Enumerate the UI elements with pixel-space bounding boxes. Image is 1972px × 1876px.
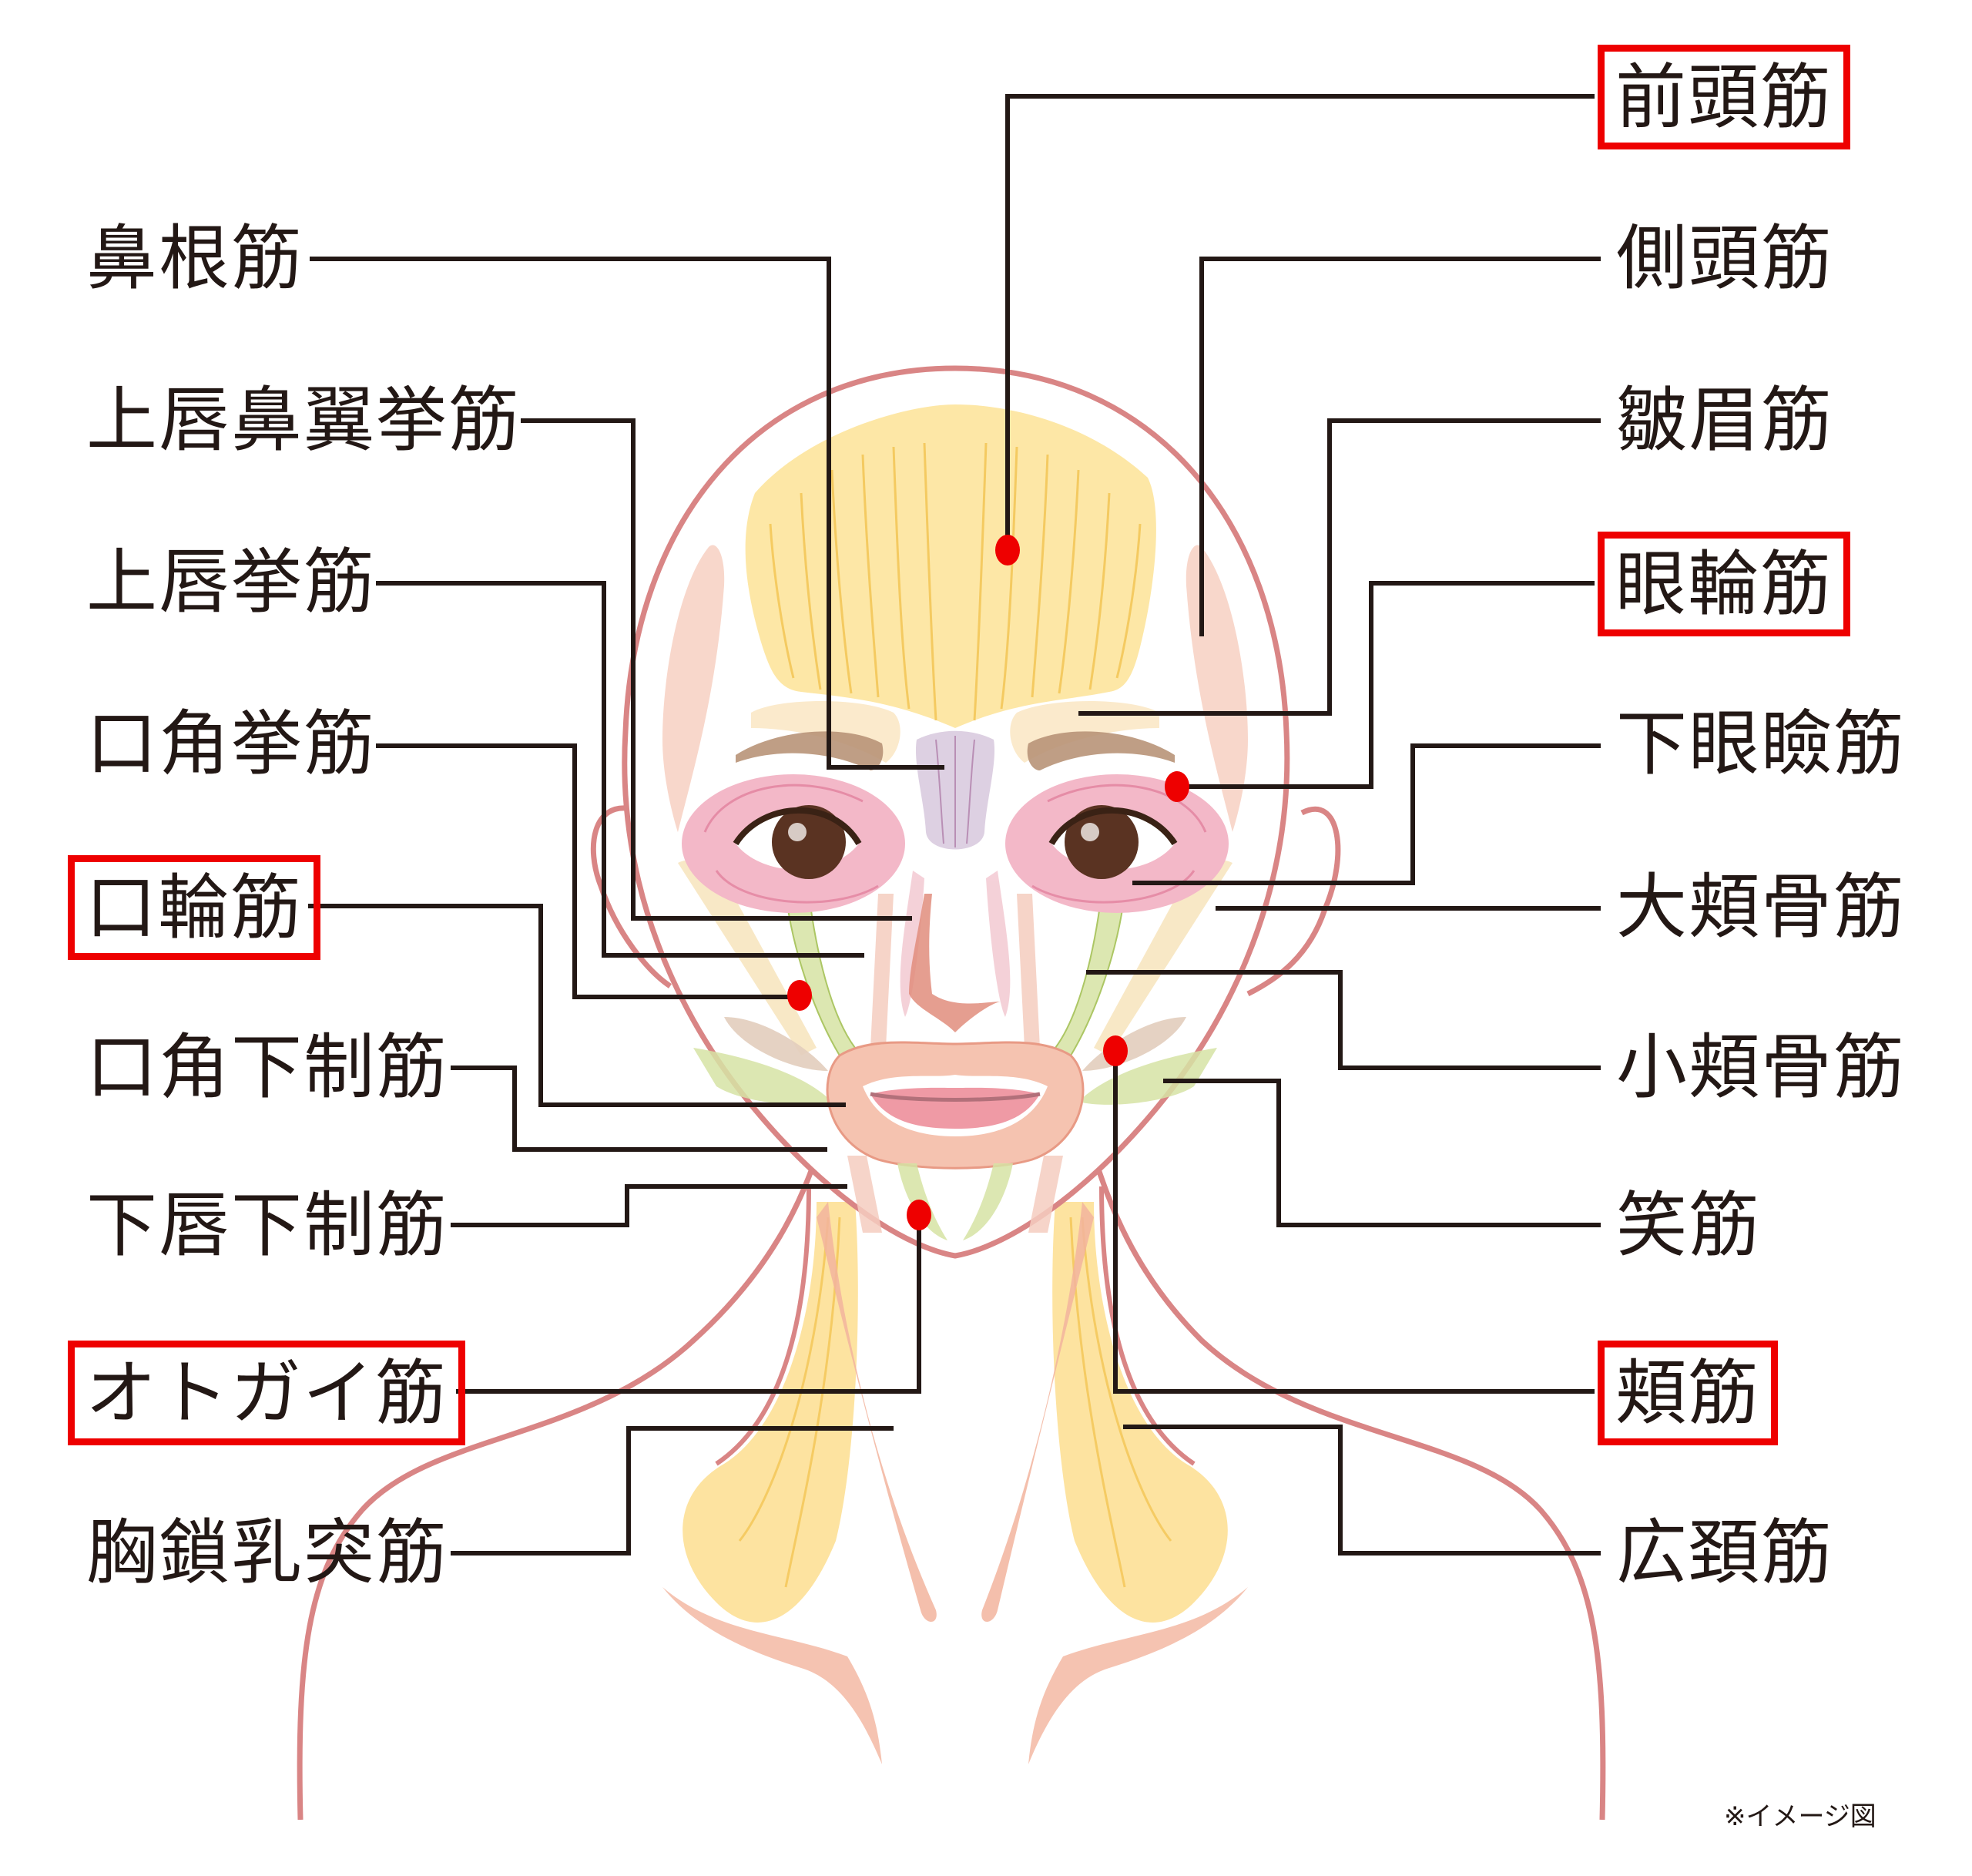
- label-platysma: 広頚筋: [1616, 1512, 1834, 1594]
- eyes: [733, 805, 1178, 879]
- label-orbicularis-oris: 口輪筋: [68, 855, 321, 960]
- procerus-lines: [935, 736, 975, 847]
- leader-frontalis: [1005, 94, 1595, 550]
- leader-nasal-root: [310, 257, 944, 770]
- leader-temporalis: [1199, 257, 1601, 636]
- clavicles: [662, 1587, 1248, 1764]
- marker-dot-frontalis: [995, 535, 1020, 565]
- label-levator-labii: 上唇挙筋: [86, 541, 377, 623]
- leader-platysma: [1123, 1425, 1601, 1556]
- marker-dot-mentalis: [907, 1200, 931, 1230]
- marker-dot-buccinator: [1103, 1035, 1128, 1066]
- leader-levator-labii-alaeque: [521, 418, 912, 921]
- leader-levator-labii: [376, 581, 864, 958]
- marker-dot-orbicularis-oris: [787, 980, 812, 1011]
- leader-zygomaticus-minor: [1086, 970, 1601, 1070]
- leader-depressor-anguli-oris: [451, 1066, 827, 1152]
- orbicularis-oris-muscle: [826, 1041, 1085, 1170]
- image-note: ※イメージ図: [1724, 1801, 1876, 1832]
- label-nasal-root: 鼻根筋: [86, 217, 304, 300]
- nose: [909, 894, 1001, 1032]
- label-depressor-labii: 下唇下制筋: [86, 1184, 449, 1267]
- label-mentalis: オトガイ筋: [68, 1341, 466, 1445]
- label-zygomaticus-minor: 小頬骨筋: [1616, 1026, 1907, 1109]
- label-lower-eyelid: 下眼瞼筋: [1616, 703, 1907, 785]
- depressor-muscles: [847, 1156, 1063, 1233]
- nasal-muscles: [870, 871, 1040, 1048]
- leader-levator-anguli-oris: [376, 743, 800, 999]
- label-frontalis: 前頭筋: [1598, 45, 1851, 149]
- label-risorius: 笑筋: [1616, 1184, 1762, 1267]
- label-depressor-anguli-oris: 口角下制筋: [86, 1026, 449, 1109]
- leader-lower-eyelid: [1132, 743, 1601, 885]
- zygomaticus-major-muscle: [678, 860, 1232, 1055]
- leader-risorius: [1163, 1079, 1601, 1227]
- eyebrows: [736, 731, 1175, 770]
- label-levator-labii-alaeque: 上唇鼻翼挙筋: [86, 379, 522, 461]
- frontalis-muscle: [745, 404, 1156, 728]
- leader-mentalis: [456, 1215, 921, 1394]
- neck-outline: [715, 1186, 1196, 1466]
- leader-orbicularis-oculi: [1177, 581, 1595, 789]
- leader-depressor-labii: [451, 1184, 847, 1227]
- body-outline: [297, 1154, 1606, 1821]
- label-zygomaticus-major: 大頬骨筋: [1616, 866, 1907, 948]
- leader-sternocleidomastoid: [451, 1426, 894, 1556]
- label-orbicularis-oculi: 眼輪筋: [1598, 532, 1851, 636]
- label-levator-anguli-oris: 口角挙筋: [86, 703, 377, 785]
- marker-dots: [787, 535, 1189, 1230]
- leader-lines: [308, 94, 1601, 1556]
- marker-dot-orbicularis-oculi: [1165, 771, 1189, 802]
- label-sternocleidomastoid: 胸鎖乳突筋: [86, 1512, 449, 1594]
- leader-corrugator: [1078, 418, 1601, 716]
- sternocleidomastoid-muscle: [817, 1202, 1094, 1622]
- label-corrugator: 皺眉筋: [1616, 379, 1834, 461]
- label-temporalis: 側頭筋: [1616, 217, 1834, 300]
- leader-orbicularis-oris: [308, 904, 846, 1107]
- leader-buccinator: [1113, 1051, 1595, 1394]
- label-buccinator: 頬筋: [1598, 1341, 1779, 1445]
